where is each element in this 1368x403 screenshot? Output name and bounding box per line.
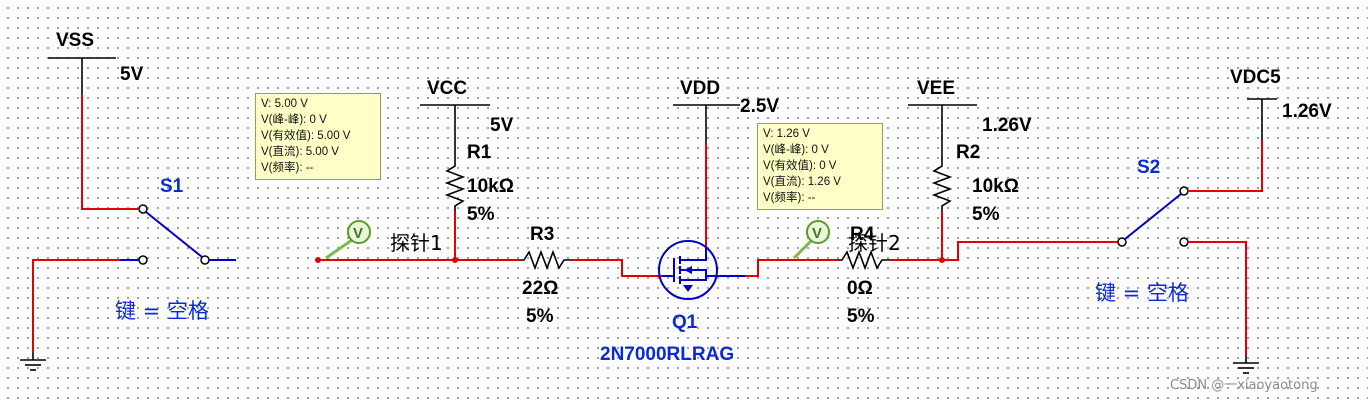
r3-tol: 5%: [526, 306, 554, 327]
vee-value: 1.26V: [982, 115, 1032, 136]
r1-ref: R1: [467, 142, 492, 163]
s1-pole: [138, 204, 148, 214]
probe1-reading: V(峰-峰): 0 V: [261, 114, 327, 126]
probe1-icon-letter: V: [353, 225, 363, 242]
probe1-reading: V(频率): --: [261, 162, 314, 174]
vdd-supply[interactable]: VDD 2.5V: [673, 78, 779, 117]
q1-drain: [680, 246, 707, 261]
probe2-reading: V(频率): --: [763, 192, 816, 204]
r3-value: 22Ω: [522, 278, 558, 299]
vcc-value: 5V: [490, 115, 514, 136]
r1-value: 10kΩ: [467, 176, 514, 197]
wire-s2-vdc5: [1188, 140, 1263, 192]
probe1-icon: [347, 220, 371, 244]
wire-r3-q1: [572, 259, 662, 277]
probe2-label: 探针2: [848, 231, 901, 255]
vee-supply[interactable]: VEE 1.26V: [908, 78, 1032, 136]
s2-key-label: 键 = 空格: [1095, 281, 1189, 305]
watermark: CSDN @一xiaoyaotong: [1170, 378, 1318, 393]
resistor-r2[interactable]: R2 10kΩ 5%: [931, 142, 1019, 225]
s1-blade: [145, 211, 203, 258]
s2-pole: [1117, 237, 1127, 247]
q1-body-tie: [680, 269, 707, 280]
probe2-reading: V(峰-峰): 0 V: [763, 144, 829, 156]
ground-left: [20, 352, 46, 371]
vdd-name: VDD: [680, 78, 720, 99]
s1-ref: S1: [160, 176, 184, 197]
ground-right: [1233, 356, 1259, 374]
r2-zigzag: [931, 162, 953, 212]
probe1-needle: [325, 238, 353, 260]
vee-name: VEE: [917, 78, 955, 99]
vdc5-value: 1.26V: [1282, 101, 1332, 122]
probe1-readout: V: 5.00 V V(峰-峰): 0 V V(有效值): 5.00 V V(直…: [255, 93, 381, 180]
switch-s1[interactable]: S1 键 = 空格: [115, 176, 236, 323]
vdd-value: 2.5V: [740, 96, 779, 117]
vcc-name: VCC: [427, 78, 467, 99]
node-dot-left: [315, 257, 321, 263]
r2-value: 10kΩ: [972, 176, 1019, 197]
s1-contact-b: [200, 255, 210, 265]
probe2-icon: [806, 220, 830, 244]
q1-part: 2N7000RLRAG: [600, 344, 734, 365]
q1-source: [680, 276, 707, 281]
s1-contact-a: [138, 255, 148, 265]
vdc5-name: VDC5: [1230, 67, 1281, 88]
probe1-reading: V: 5.00 V: [261, 98, 308, 110]
r2-tol: 5%: [972, 204, 1000, 225]
probe-1[interactable]: V 探针1: [325, 220, 443, 260]
q1-body: [658, 240, 718, 300]
probe1-reading: V(直流): 5.00 V: [261, 146, 339, 158]
s2-contact-a: [1179, 186, 1189, 196]
probe1-reading: V(有效值): 5.00 V: [261, 130, 351, 142]
r3-zigzag: [520, 249, 572, 271]
r4-zigzag: [838, 249, 890, 271]
probe2-reading: V(直流): 1.26 V: [763, 176, 841, 188]
resistor-r1[interactable]: R1 10kΩ 5%: [444, 142, 514, 225]
wire-vss-s1: [81, 94, 138, 210]
s2-blade: [1124, 193, 1182, 240]
s2-contact-b: [1179, 237, 1189, 247]
mosfet-q1[interactable]: Q1 2N7000RLRAG: [600, 240, 745, 365]
wire-s1-ground: [32, 259, 120, 352]
vss-value: 5V: [120, 64, 144, 85]
probe1-label: 探针1: [390, 231, 443, 255]
wire-s2-ground: [1188, 241, 1247, 356]
wire-r4-s2: [890, 241, 1118, 261]
vss-name: VSS: [56, 30, 94, 51]
q1-arrow: [684, 266, 692, 274]
probe2-icon-letter: V: [812, 225, 822, 242]
r4-tol: 5%: [847, 306, 875, 327]
probe2-reading: V: 1.26 V: [763, 128, 810, 140]
s1-key-label: 键 = 空格: [115, 299, 209, 323]
r4-ref: R4: [850, 224, 875, 245]
resistor-r4[interactable]: R4 0Ω 5%: [838, 224, 890, 327]
r4-value: 0Ω: [847, 278, 873, 299]
resistor-r3[interactable]: R3 22Ω 5%: [520, 224, 572, 327]
q1-diode: [683, 285, 693, 292]
r1-zigzag: [444, 162, 466, 212]
vcc-supply[interactable]: VCC 5V: [420, 78, 514, 136]
probe2-reading: V(有效值): 0 V: [763, 160, 837, 172]
vss-supply[interactable]: VSS 5V: [48, 30, 144, 85]
r1-tol: 5%: [467, 204, 495, 225]
q1-ref: Q1: [672, 312, 698, 333]
wire-q1-r4: [745, 259, 838, 277]
vdc5-supply[interactable]: VDC5 1.26V: [1230, 67, 1332, 122]
probe2-needle: [792, 238, 814, 260]
switch-s2[interactable]: S2 键 = 空格: [1095, 157, 1189, 305]
r3-ref: R3: [530, 224, 554, 245]
probe-2[interactable]: V 探针2: [792, 220, 901, 260]
s2-ref: S2: [1137, 157, 1160, 178]
r2-ref: R2: [956, 142, 980, 163]
probe2-readout: V: 1.26 V V(峰-峰): 0 V V(有效值): 0 V V(直流):…: [757, 123, 883, 210]
